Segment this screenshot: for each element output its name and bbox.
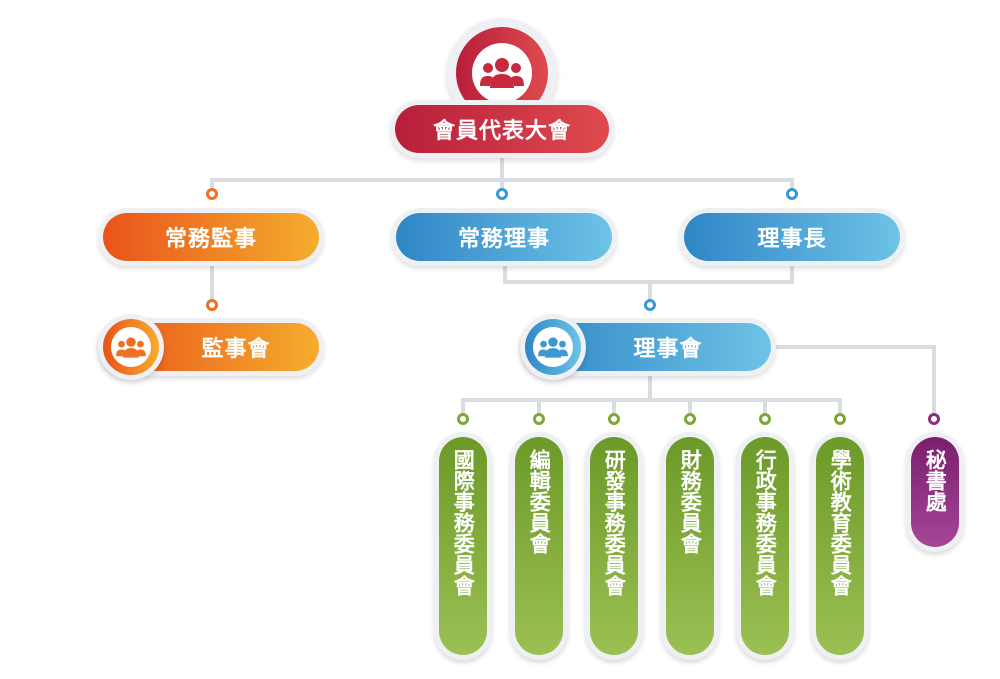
committee-label: 國際事務委員會: [439, 437, 487, 655]
connector-dot: [786, 188, 798, 200]
standing-director-label: 常務理事: [396, 213, 612, 261]
people-icon: [538, 336, 568, 358]
connector-dot: [684, 413, 696, 425]
people-icon: [116, 336, 146, 358]
board-of-directors-icon-circle: [520, 314, 586, 380]
connector-secretariat: [768, 345, 936, 418]
chairman-node: 理事長: [679, 208, 905, 266]
chairman-label: 理事長: [684, 213, 900, 261]
standing-supervisor-node: 常務監事: [98, 208, 324, 266]
connector-dot: [644, 299, 656, 311]
connector-committee-drops: [537, 400, 767, 417]
connector-dot: [457, 413, 469, 425]
connector-dot: [608, 413, 620, 425]
connector-dot: [928, 413, 940, 425]
committee-editorial: 編輯委員會: [510, 432, 568, 660]
connector-dot: [834, 413, 846, 425]
assembly-node: 會員代表大會: [390, 100, 614, 158]
people-icon: [480, 58, 524, 88]
committee-research: 研發事務委員會: [585, 432, 643, 660]
connector-dot: [759, 413, 771, 425]
secretariat-node: 秘書處: [906, 432, 964, 552]
secretariat-label: 秘書處: [911, 437, 959, 547]
connector-dot: [206, 299, 218, 311]
standing-director-node: 常務理事: [391, 208, 617, 266]
committee-label: 行政事務委員會: [741, 437, 789, 655]
committee-label: 編輯委員會: [515, 437, 563, 655]
committee-finance: 財務委員會: [661, 432, 719, 660]
connector-dot: [533, 413, 545, 425]
committee-label: 財務委員會: [666, 437, 714, 655]
standing-supervisor-label: 常務監事: [103, 213, 319, 261]
connector-dot: [496, 188, 508, 200]
committee-administration: 行政事務委員會: [736, 432, 794, 660]
committee-academic-education: 學術教育委員會: [811, 432, 869, 660]
committee-label: 研發事務委員會: [590, 437, 638, 655]
connector-committee-bus: [461, 398, 842, 417]
committee-label: 學術教育委員會: [816, 437, 864, 655]
connector-dot: [206, 188, 218, 200]
committee-international: 國際事務委員會: [434, 432, 492, 660]
supervisory-board-icon-circle: [98, 314, 164, 380]
assembly-label: 會員代表大會: [395, 105, 609, 153]
